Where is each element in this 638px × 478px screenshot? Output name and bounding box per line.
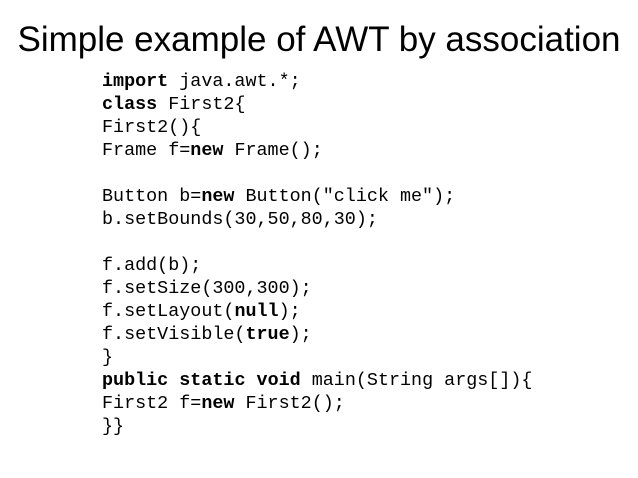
code-text [168, 370, 179, 391]
code-line: f.setVisible(true); [102, 323, 532, 346]
code-line [102, 231, 532, 254]
code-line: import java.awt.*; [102, 70, 532, 93]
code-text: main(String args[]){ [300, 370, 533, 391]
code-line: Button b=new Button("click me"); [102, 185, 532, 208]
code-line: b.setBounds(30,50,80,30); [102, 208, 532, 231]
code-text: }} [102, 416, 125, 437]
slide-title: Simple example of AWT by association [17, 20, 621, 59]
code-line: class First2{ [102, 93, 532, 116]
code-text: First2(){ [102, 117, 202, 138]
code-text: f.setSize(300,300); [102, 278, 312, 299]
code-line: First2 f=new First2(); [102, 392, 532, 415]
code-text: ); [289, 324, 312, 345]
code-line: First2(){ [102, 116, 532, 139]
code-text: } [102, 347, 114, 368]
code-keyword: class [102, 94, 158, 115]
code-keyword: true [245, 324, 290, 345]
code-text: Button("click me"); [234, 186, 456, 207]
code-line: f.setSize(300,300); [102, 277, 532, 300]
code-line: public static void main(String args[]){ [102, 369, 532, 392]
code-text: Button b= [102, 186, 202, 207]
code-text: Frame f= [102, 140, 191, 161]
code-keyword: new [190, 140, 224, 161]
code-keyword: void [256, 370, 301, 391]
code-line: f.setLayout(null); [102, 300, 532, 323]
code-keyword: new [201, 393, 235, 414]
code-line: } [102, 346, 532, 369]
code-text: ); [278, 301, 301, 322]
code-line: }} [102, 415, 532, 438]
code-text: Frame(); [223, 140, 323, 161]
code-line [102, 162, 532, 185]
code-block: import java.awt.*;class First2{First2(){… [102, 70, 532, 438]
code-text [245, 370, 256, 391]
code-keyword: public [102, 370, 169, 391]
code-line: Frame f=new Frame(); [102, 139, 532, 162]
code-text: b.setBounds(30,50,80,30); [102, 209, 378, 230]
code-text: First2{ [157, 94, 246, 115]
code-keyword: new [201, 186, 235, 207]
code-text: java.awt.*; [168, 71, 301, 92]
code-text: f.setLayout( [102, 301, 235, 322]
code-text: f.add(b); [102, 255, 202, 276]
code-keyword: import [102, 71, 169, 92]
code-text: First2(); [234, 393, 345, 414]
code-text: First2 f= [102, 393, 202, 414]
code-line: f.add(b); [102, 254, 532, 277]
code-keyword: null [234, 301, 279, 322]
code-text: f.setVisible( [102, 324, 246, 345]
code-keyword: static [179, 370, 246, 391]
